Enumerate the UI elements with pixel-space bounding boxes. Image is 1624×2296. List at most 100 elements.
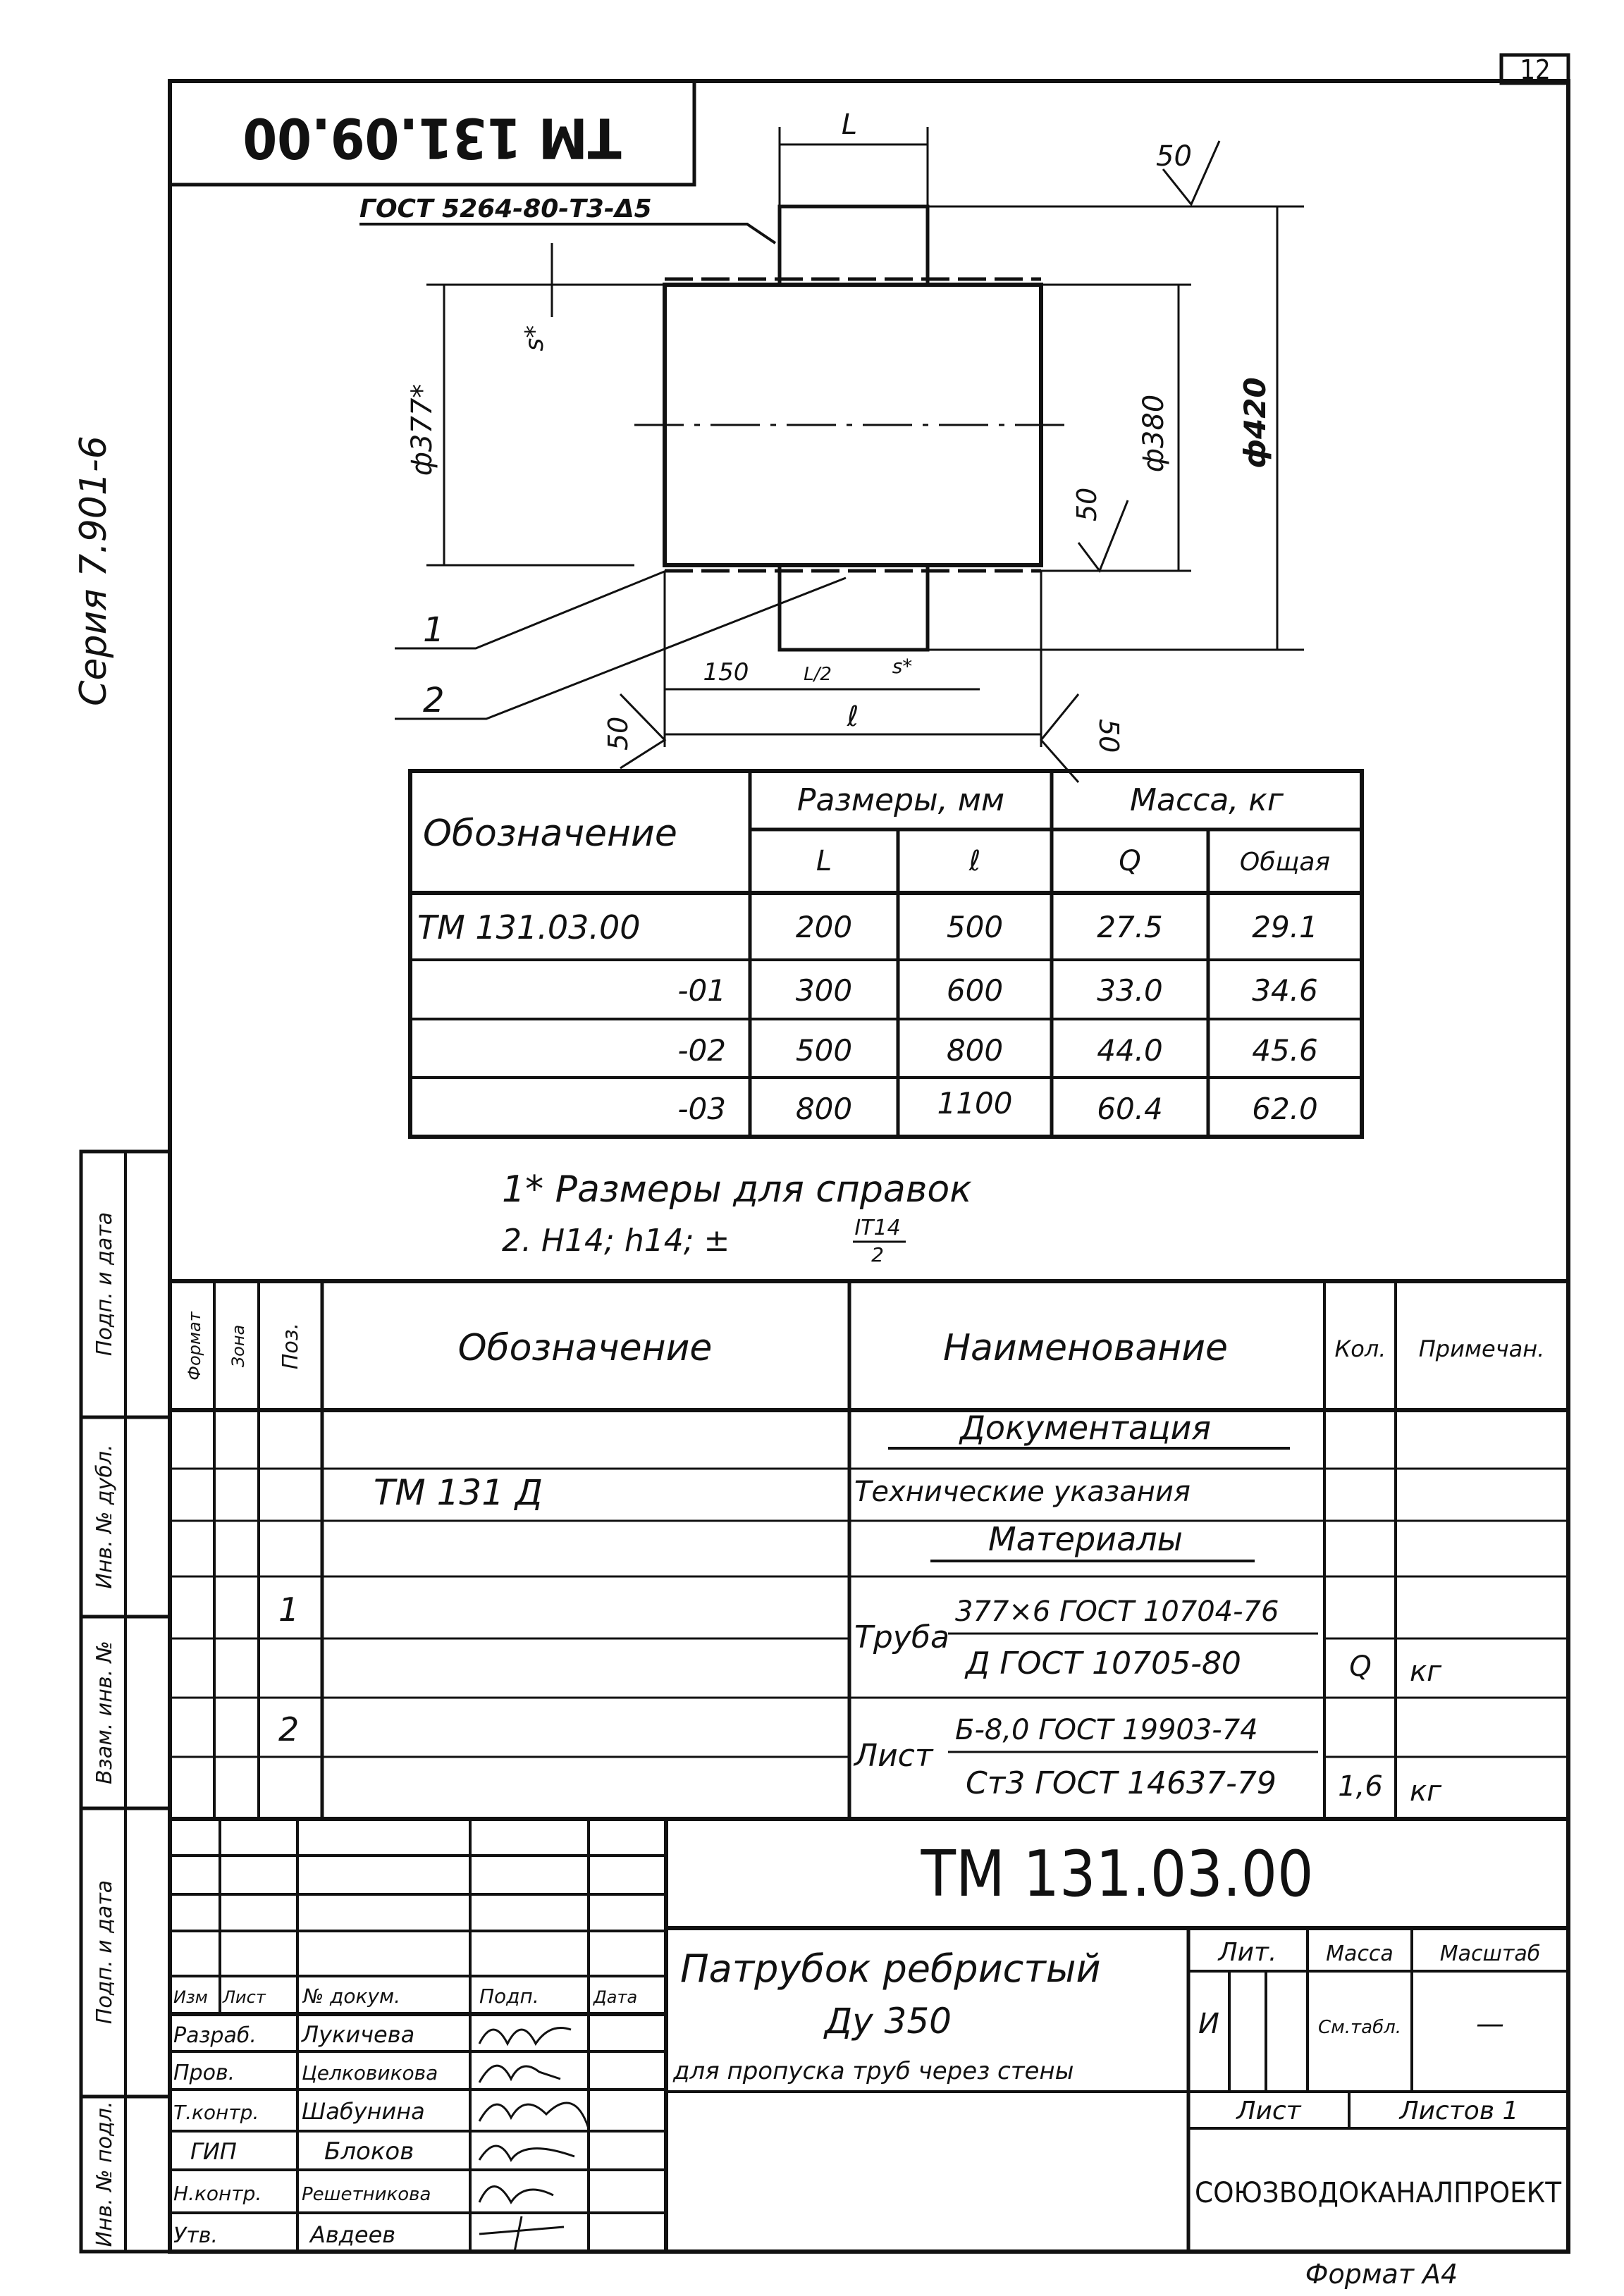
row-L: 300: [796, 973, 852, 1008]
row-l: 1100: [937, 1086, 1013, 1121]
name-tech-control: Шабунина: [302, 2098, 425, 2125]
header-l: ℓ: [968, 845, 981, 877]
table-row: -03 800 1100 60.4 62.0: [677, 1086, 1317, 1126]
row-Q: 60.4: [1097, 1092, 1163, 1126]
strip-sign-date-2: Подп. и дата: [92, 1880, 117, 2024]
specification-table: Формат Зона Поз. Обозначение Наименовани…: [170, 1279, 1568, 1819]
note-2-numerator: IT14: [854, 1216, 900, 1240]
lower-rib: [777, 563, 930, 652]
item-spec-line2: Д ГОСТ 10705-80: [964, 1646, 1241, 1681]
name-chief-engineer: Блоков: [324, 2137, 414, 2166]
spec-item-sheet: 2 Лист Б-8,0 ГОСТ 19903-74 Ст3 ГОСТ 1463…: [278, 1710, 1442, 1808]
note-1: 1* Размеры для справок: [502, 1168, 972, 1211]
strip-dup-inv: Инв. № дубл.: [92, 1444, 117, 1588]
side-strip: Подп. и дата Инв. № дубл. Взам. инв. № П…: [79, 1149, 172, 2254]
row-designation: ТМ 131.03.00: [417, 908, 641, 946]
item-qty: Q: [1349, 1650, 1371, 1683]
row-L: 500: [796, 1033, 852, 1068]
header-Q: Q: [1119, 845, 1140, 877]
name-checker: Целковикова: [302, 2061, 438, 2085]
header-mass: Масса, кг: [1130, 782, 1284, 818]
item-pos: 1: [278, 1591, 299, 1629]
roughness-marks: 50 50 50 50: [603, 140, 1221, 783]
row-Q: 44.0: [1097, 1033, 1163, 1068]
document-code: ТМ 131.03.00: [921, 1837, 1314, 1911]
upper-rib: [777, 204, 930, 287]
hdr-doc: № докум.: [302, 1985, 400, 2008]
dim-d420: ф420: [1238, 377, 1272, 468]
header-zone: Зона: [228, 1325, 248, 1367]
weld-note: ГОСТ 5264-80-Т3-Δ5: [359, 195, 652, 223]
header-note: Примечан.: [1419, 1335, 1545, 1362]
mirrored-stamp-text: ТМ 131.09.00: [242, 106, 621, 169]
dim-d380: ф380: [1138, 395, 1170, 473]
dim-s: s*: [520, 326, 549, 352]
lit-value: И: [1198, 2008, 1219, 2040]
table-row: -01 300 600 33.0 34.6: [677, 973, 1317, 1008]
section-documentation: Документация: [959, 1409, 1211, 1447]
row-l: 600: [947, 973, 1003, 1008]
role-chief-engineer: ГИП: [190, 2138, 237, 2165]
sheet-label: Лист: [1235, 2097, 1301, 2125]
item-pos: 2: [278, 1710, 299, 1748]
role-checker: Пров.: [173, 2061, 235, 2085]
dim-L: L: [842, 109, 857, 141]
roughness-bottom-right: 50: [1093, 719, 1124, 753]
header-sizes: Размеры, мм: [797, 782, 1004, 818]
leader-pos-2: 2: [423, 681, 445, 720]
row-L: 800: [796, 1092, 852, 1126]
table-row: ТМ 131.03.00 200 500 27.5 29.1: [417, 908, 1318, 946]
doc-designation: ТМ 131 Д: [374, 1472, 543, 1513]
note-2-denominator: 2: [871, 1243, 884, 1266]
role-norm-control: Н.контр.: [173, 2182, 262, 2205]
scale-label: Масштаб: [1440, 1942, 1541, 1966]
row-designation: -01: [677, 973, 726, 1008]
row-Q: 27.5: [1097, 910, 1163, 944]
item-spec-line2: Ст3 ГОСТ 14637-79: [966, 1765, 1277, 1801]
lit-label: Лит.: [1217, 1938, 1277, 1967]
row-L: 200: [796, 910, 852, 944]
strip-orig-inv: Инв. № подл.: [92, 2101, 117, 2247]
strip-sign-date-1: Подп. и дата: [92, 1212, 117, 1356]
header-designation: Обозначение: [458, 1327, 713, 1369]
dim-d377: ф377*: [406, 384, 438, 476]
leader-pos-1: 1: [423, 610, 445, 650]
header-L: L: [816, 845, 832, 877]
row-total: 62.0: [1252, 1092, 1318, 1126]
header-qty: Кол.: [1335, 1335, 1386, 1362]
header-format: Формат: [185, 1311, 204, 1380]
title-line1: Патрубок ребристый: [680, 1946, 1101, 1991]
hdr-list: Лист: [222, 1987, 266, 2007]
row-total: 34.6: [1252, 973, 1318, 1008]
item-spec-line1: Б-8,0 ГОСТ 19903-74: [955, 1714, 1258, 1746]
row-l: 800: [947, 1033, 1003, 1068]
doc-name: Технические указания: [854, 1476, 1191, 1508]
header-name: Наименование: [943, 1327, 1228, 1369]
spec-item-pipe: 1 Труба 377×6 ГОСТ 10704-76 Д ГОСТ 10705…: [278, 1591, 1442, 1688]
item-name: Лист: [853, 1738, 934, 1774]
row-l: 500: [947, 910, 1003, 944]
title-block: Изм Лист № докум. Подп. Дата Разраб. Лук…: [170, 1817, 1568, 2252]
item-spec-line1: 377×6 ГОСТ 10704-76: [955, 1596, 1279, 1628]
organization: СОЮЗВОДОКАНАЛПРОЕКТ: [1195, 2177, 1562, 2209]
row-Q: 33.0: [1097, 973, 1163, 1008]
header-pos: Поз.: [278, 1323, 303, 1369]
series-label: Серия 7.901-6: [73, 436, 115, 706]
role-approver: Утв.: [173, 2223, 218, 2248]
row-designation: -03: [677, 1092, 726, 1126]
roughness-left: 50: [603, 717, 634, 751]
role-tech-control: Т.контр.: [173, 2101, 259, 2124]
signature-rows: Разраб. Лукичева Пров. Целковикова Т.кон…: [173, 2021, 590, 2252]
row-total: 45.6: [1252, 1033, 1318, 1068]
hdr-izm: Изм: [173, 1987, 208, 2007]
section-materials: Материалы: [988, 1520, 1183, 1558]
row-total: 29.1: [1252, 910, 1318, 944]
name-approver: Авдеев: [309, 2221, 395, 2248]
table-row: -02 500 800 44.0 45.6: [677, 1033, 1317, 1068]
mirrored-stamp: ТМ 131.09.00: [170, 81, 696, 187]
dim-l: ℓ: [847, 700, 859, 733]
item-name: Труба: [854, 1619, 949, 1655]
title-line3: для пропуска труб через стены: [672, 2057, 1074, 2085]
